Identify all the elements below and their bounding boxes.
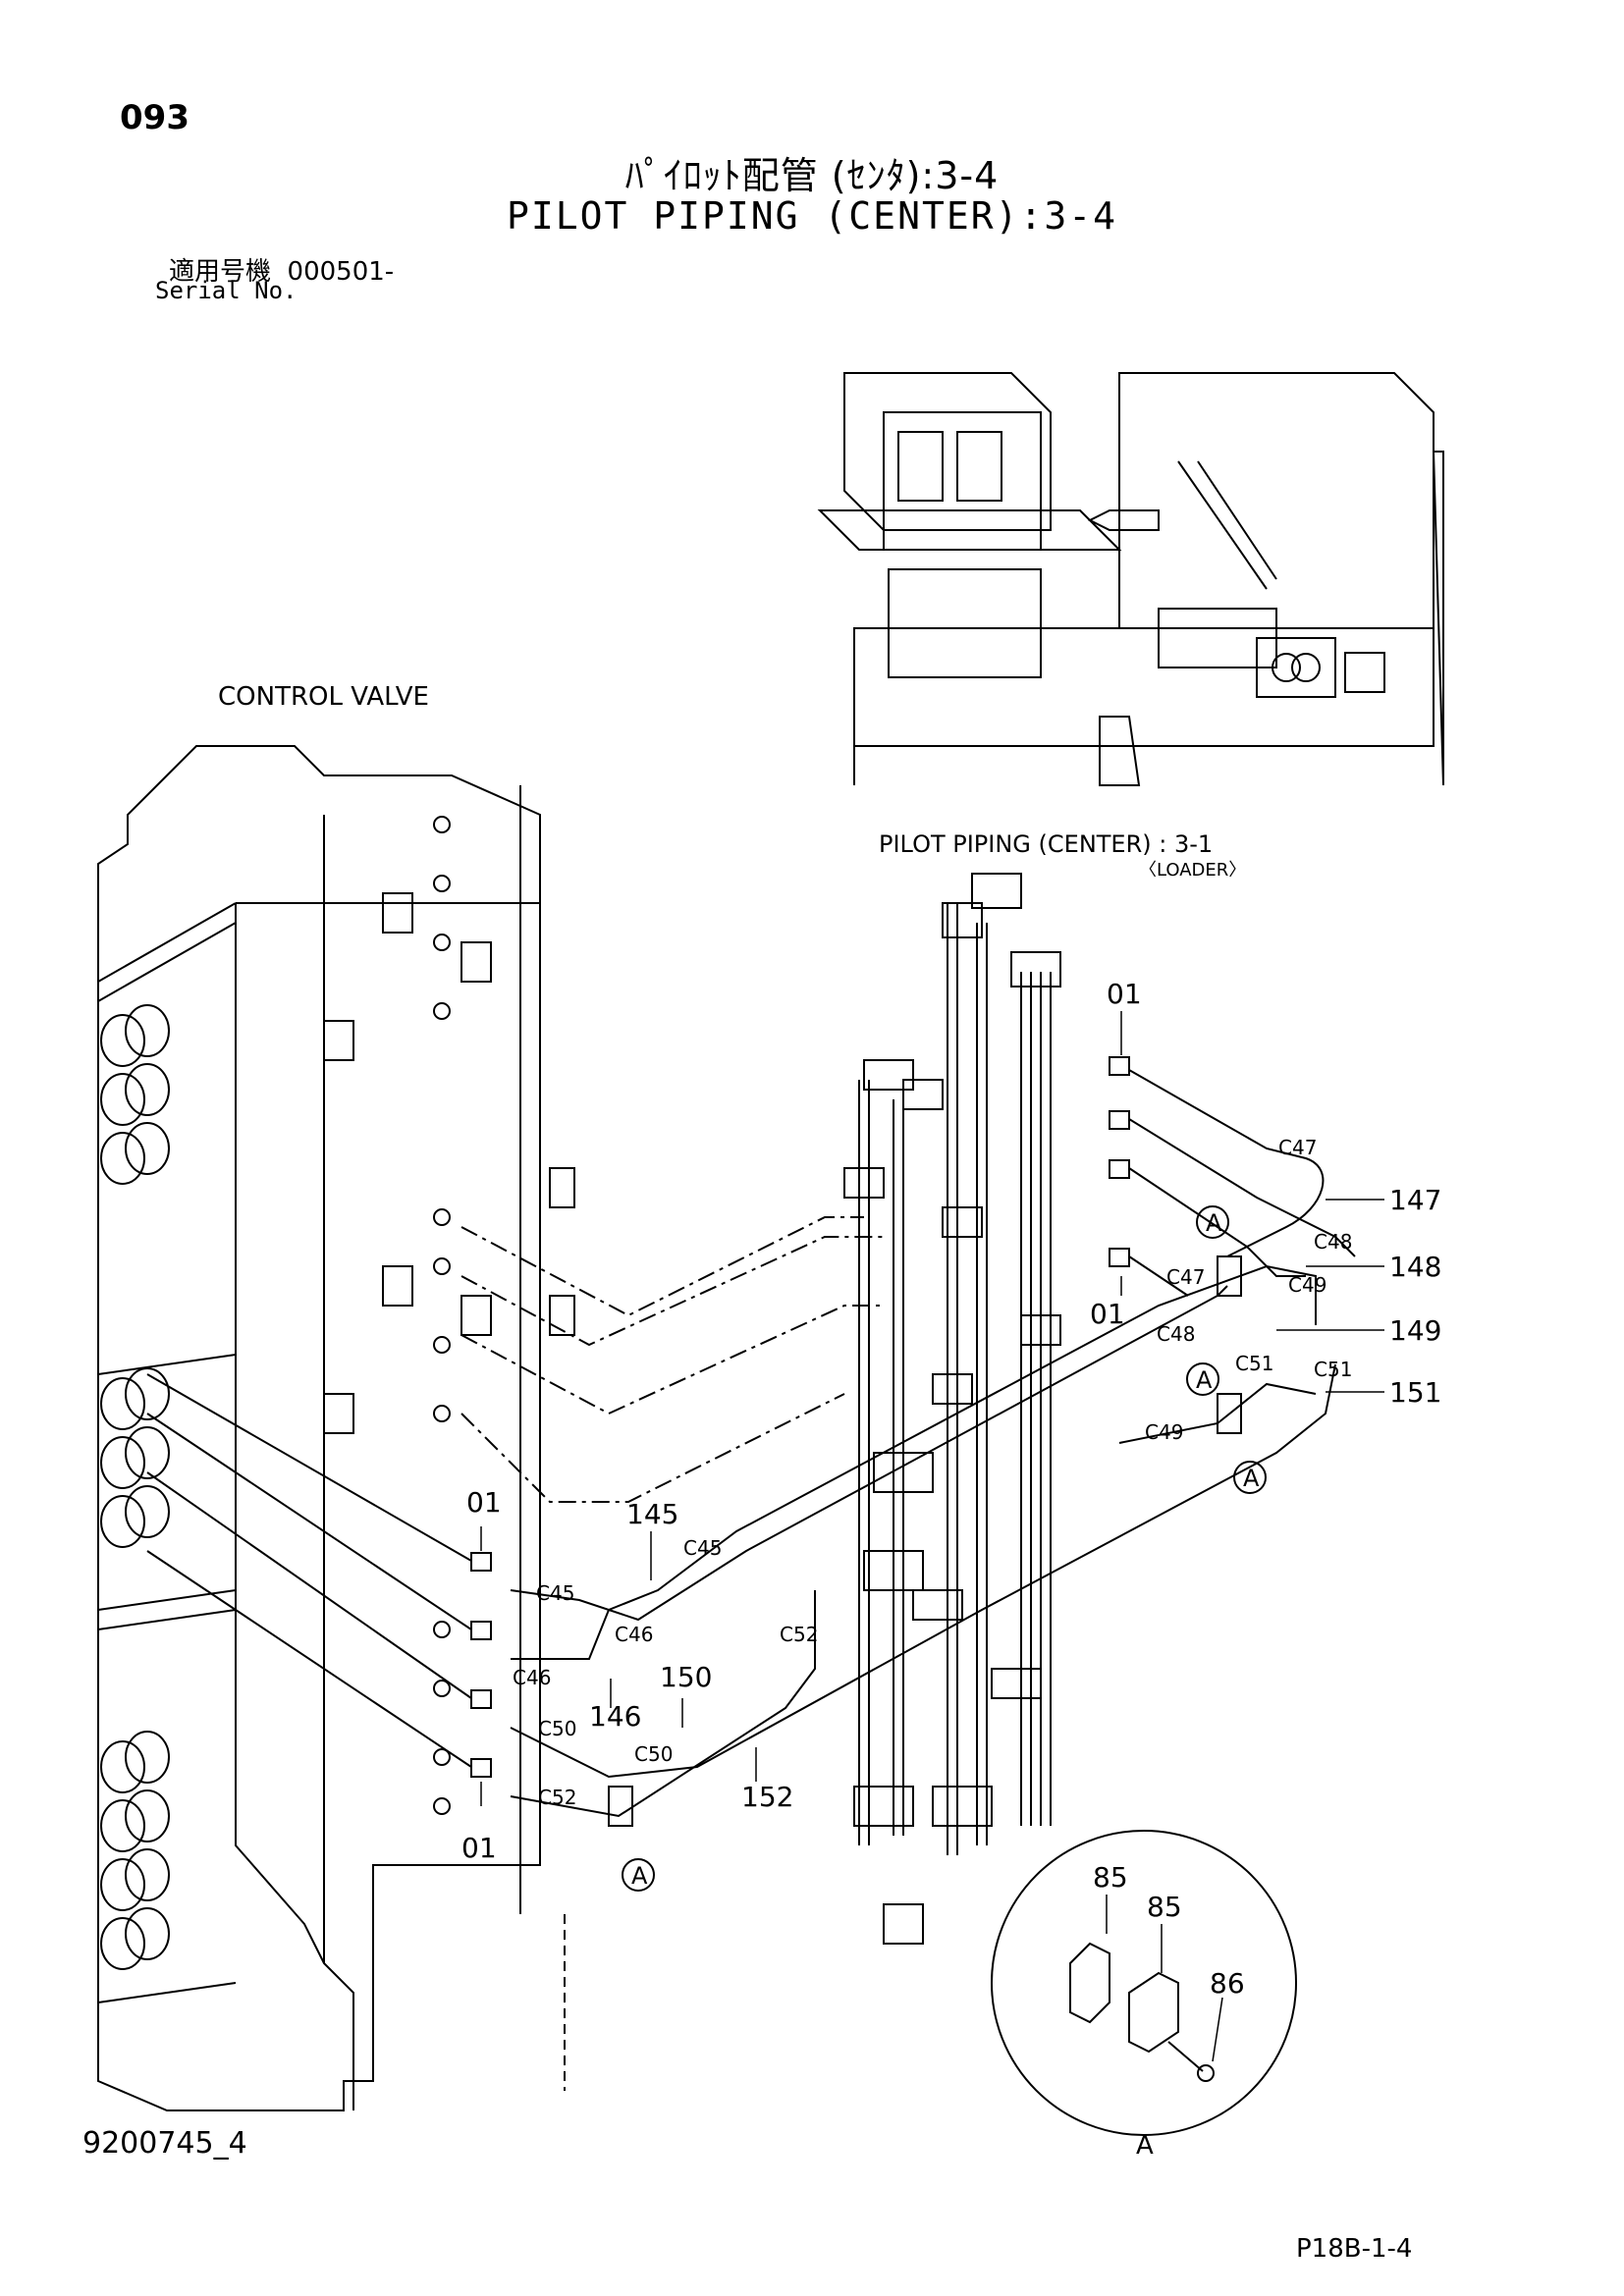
- callout-c48-left: C48: [1157, 1322, 1195, 1346]
- callout-c47-left: C47: [1166, 1265, 1205, 1289]
- marker-a-1: A: [1206, 1209, 1222, 1237]
- callout-c51-right: C51: [1314, 1358, 1352, 1381]
- callout-c52-upper: C52: [780, 1623, 818, 1646]
- callout-150: 150: [660, 1661, 712, 1693]
- callout-c48-right: C48: [1314, 1230, 1352, 1254]
- callout-85-left: 85: [1093, 1861, 1128, 1894]
- marker-a-2: A: [1196, 1366, 1213, 1394]
- page-reference: P18B-1-4: [1296, 2234, 1413, 2264]
- machine-overview: [817, 372, 1444, 786]
- pilot-pipe-bundle: [843, 873, 1061, 1945]
- callout-c49-left: C49: [1145, 1420, 1183, 1444]
- callout-c52-lower: C52: [538, 1786, 576, 1809]
- control-valve-label: CONTROL VALVE: [218, 682, 429, 712]
- callout-c49-right: C49: [1288, 1273, 1326, 1297]
- callout-85-right: 85: [1147, 1891, 1182, 1923]
- clamps: [608, 1255, 1242, 1827]
- serial-value: 000501-: [287, 257, 395, 287]
- marker-a-3: A: [1243, 1465, 1260, 1492]
- callout-145: 145: [626, 1498, 678, 1530]
- callout-c50-left: C50: [538, 1717, 576, 1740]
- reference-sub-label: 〈LOADER〉: [1139, 860, 1246, 881]
- callout-c47-right: C47: [1278, 1136, 1317, 1159]
- detail-a: [991, 1830, 1297, 2136]
- callout-c46-lower: C46: [513, 1666, 551, 1689]
- callout-151: 151: [1389, 1376, 1441, 1409]
- hidden-routes: [460, 1216, 884, 1503]
- callout-01-top: 01: [1107, 978, 1142, 1010]
- callout-c51-left: C51: [1235, 1352, 1273, 1375]
- leader-lines: [480, 1011, 1384, 2062]
- callout-148: 148: [1389, 1251, 1441, 1283]
- callout-01-left: 01: [466, 1486, 502, 1519]
- callout-147: 147: [1389, 1184, 1441, 1216]
- serial-label-jp-text: 適用号機: [169, 257, 272, 287]
- callout-146: 146: [589, 1700, 641, 1733]
- callout-152: 152: [741, 1781, 793, 1813]
- callout-01-mid: 01: [1090, 1298, 1125, 1330]
- callout-c45-upper: C45: [683, 1536, 722, 1560]
- serial-label-jp: 適用号機 000501-: [169, 251, 394, 288]
- callout-86: 86: [1210, 1967, 1245, 2000]
- title-english: PILOT PIPING (CENTER):3-4: [507, 194, 1117, 238]
- reference-label: PILOT PIPING (CENTER) : 3-1: [879, 830, 1213, 858]
- callout-149: 149: [1389, 1314, 1441, 1347]
- drawing-number: 9200745_4: [82, 2126, 247, 2161]
- detail-a-label: A: [1136, 2131, 1154, 2161]
- callout-01-bottom: 01: [461, 1832, 497, 1864]
- serial-label-en: Serial No.: [155, 277, 298, 304]
- detail-markers: [622, 1205, 1267, 1892]
- callout-c45-lower: C45: [536, 1581, 574, 1605]
- page-number: 093: [120, 98, 189, 137]
- marker-a-4: A: [631, 1862, 648, 1890]
- callout-c46-upper: C46: [615, 1623, 653, 1646]
- title-japanese: ﾊﾟｲﾛｯﾄ配管 (ｾﾝﾀ):3-4: [624, 154, 1000, 197]
- control-valve-body: [97, 745, 575, 2111]
- callout-c50-right: C50: [634, 1742, 673, 1766]
